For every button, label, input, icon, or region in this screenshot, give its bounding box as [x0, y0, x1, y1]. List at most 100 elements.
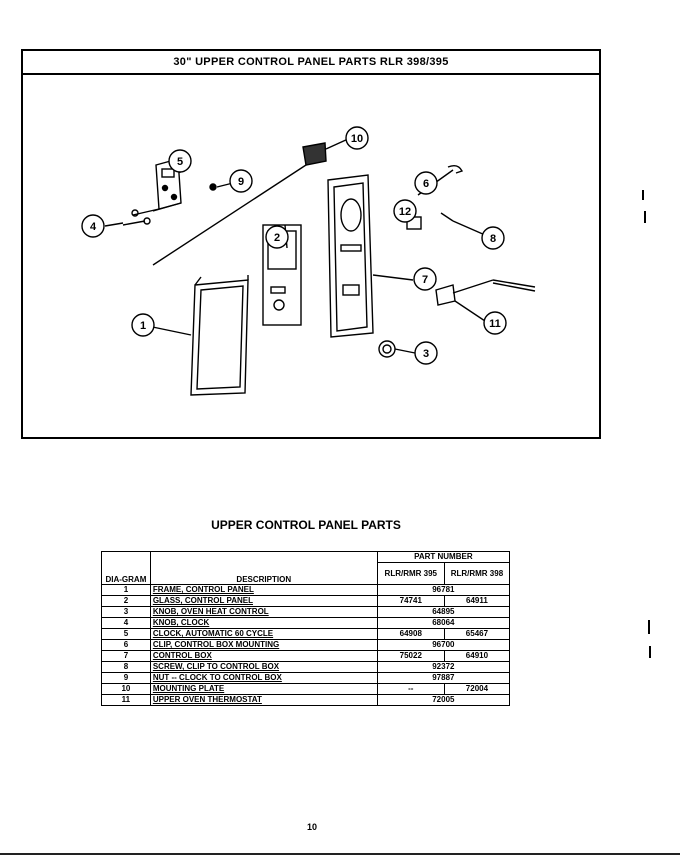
nut-part — [209, 183, 217, 191]
part-number-cell-model-b: 64911 — [443, 595, 511, 607]
callout-3: 3 — [414, 341, 438, 365]
diagram-number-cell: 10 — [101, 683, 151, 695]
svg-text:5: 5 — [177, 156, 183, 168]
scan-mark — [642, 190, 644, 200]
parts-table: DIA-GRAM DESCRIPTION PART NUMBER RLR/RMR… — [101, 550, 511, 706]
svg-text:2: 2 — [274, 232, 280, 244]
callout-2: 2 — [265, 225, 289, 249]
diagram-title: 30" UPPER CONTROL PANEL PARTS RLR 398/39… — [23, 51, 599, 75]
knob-part — [378, 340, 396, 358]
scan-edge-line — [0, 853, 680, 855]
callout-6: 6 — [414, 171, 438, 195]
callout-7: 7 — [413, 267, 437, 291]
scan-mark — [648, 620, 650, 634]
col-header-model-a: RLR/RMR 395 — [376, 562, 445, 585]
callout-9: 9 — [229, 169, 253, 193]
part-number-cell: 96781 — [376, 584, 511, 596]
part-number-cell-model-a: 75022 — [376, 650, 445, 662]
scan-mark — [644, 211, 646, 223]
svg-text:8: 8 — [490, 233, 496, 245]
exploded-parts-diagram: 1 2 3 4 5 6 7 8 9 10 11 12 — [81, 126, 536, 396]
part-number-cell: 92372 — [376, 661, 511, 673]
description-cell: CLIP, CONTROL BOX MOUNTING — [149, 639, 378, 651]
callout-8: 8 — [481, 226, 505, 250]
svg-text:12: 12 — [399, 206, 411, 218]
svg-text:11: 11 — [489, 318, 501, 330]
description-cell: GLASS, CONTROL PANEL — [149, 595, 378, 607]
svg-text:1: 1 — [140, 320, 146, 332]
description-cell: FRAME, CONTROL PANEL — [149, 584, 378, 596]
part-number-cell: 64895 — [376, 606, 511, 618]
screw-part — [440, 212, 454, 222]
callout-11: 11 — [483, 311, 507, 335]
table-title: UPPER CONTROL PANEL PARTS — [211, 518, 401, 532]
svg-text:9: 9 — [238, 176, 244, 188]
part-number-cell: 72005 — [376, 694, 511, 706]
description-cell: CLOCK, AUTOMATIC 60 CYCLE — [149, 628, 378, 640]
page-number: 10 — [306, 822, 317, 832]
description-cell: CONTROL BOX — [149, 650, 378, 662]
description-cell: KNOB, OVEN HEAT CONTROL — [149, 606, 378, 618]
part-number-cell-model-a: 74741 — [376, 595, 445, 607]
svg-text:7: 7 — [422, 274, 428, 286]
diagram-number-cell: 4 — [101, 617, 151, 629]
svg-text:6: 6 — [423, 178, 429, 190]
part-number-cell-model-b: 64910 — [443, 650, 511, 662]
thermostat-part — [435, 279, 536, 306]
diagram-number-cell: 9 — [101, 672, 151, 684]
glass-part — [262, 224, 302, 326]
diagram-number-cell: 7 — [101, 650, 151, 662]
description-cell: KNOB, CLOCK — [149, 617, 378, 629]
diagram-number-cell: 3 — [101, 606, 151, 618]
mounting-clip-part — [447, 164, 463, 174]
diagram-number-cell: 5 — [101, 628, 151, 640]
diagram-number-cell: 1 — [101, 584, 151, 596]
callout-5: 5 — [168, 149, 192, 173]
part-number-cell: 96700 — [376, 639, 511, 651]
callout-group: 1 2 3 4 5 6 7 8 9 10 11 12 — [81, 126, 507, 365]
description-cell: UPPER OVEN THERMOSTAT — [149, 694, 378, 706]
svg-text:4: 4 — [90, 221, 97, 233]
svg-text:3: 3 — [423, 348, 429, 360]
col-header-description: DESCRIPTION — [149, 551, 378, 585]
callout-4: 4 — [81, 214, 105, 238]
parts-diagram-frame: 30" UPPER CONTROL PANEL PARTS RLR 398/39… — [21, 49, 601, 439]
part-number-cell: 97887 — [376, 672, 511, 684]
diagram-number-cell: 2 — [101, 595, 151, 607]
callout-10: 10 — [345, 126, 369, 150]
scan-mark — [649, 646, 651, 658]
control-box-part — [327, 174, 374, 338]
svg-text:10: 10 — [351, 133, 363, 145]
frame-part — [190, 275, 249, 396]
clock-part — [122, 158, 182, 226]
part-number-cell-model-a: -- — [376, 683, 445, 695]
description-cell: NUT -- CLOCK TO CONTROL BOX — [149, 672, 378, 684]
col-header-diagram: DIA-GRAM — [101, 551, 151, 585]
part-number-cell-model-b: 72004 — [443, 683, 511, 695]
callout-1: 1 — [131, 313, 155, 337]
part-number-cell-model-b: 65467 — [443, 628, 511, 640]
description-cell: SCREW, CLIP TO CONTROL BOX — [149, 661, 378, 673]
col-header-model-b: RLR/RMR 398 — [443, 562, 511, 585]
mounting-plate-part — [152, 142, 327, 266]
diagram-number-cell: 8 — [101, 661, 151, 673]
description-cell: MOUNTING PLATE — [149, 683, 378, 695]
diagram-number-cell: 11 — [101, 694, 151, 706]
part-number-cell: 68064 — [376, 617, 511, 629]
diagram-number-cell: 6 — [101, 639, 151, 651]
part-number-cell-model-a: 64908 — [376, 628, 445, 640]
callout-12: 12 — [393, 199, 417, 223]
col-header-part-number: PART NUMBER — [376, 550, 511, 564]
